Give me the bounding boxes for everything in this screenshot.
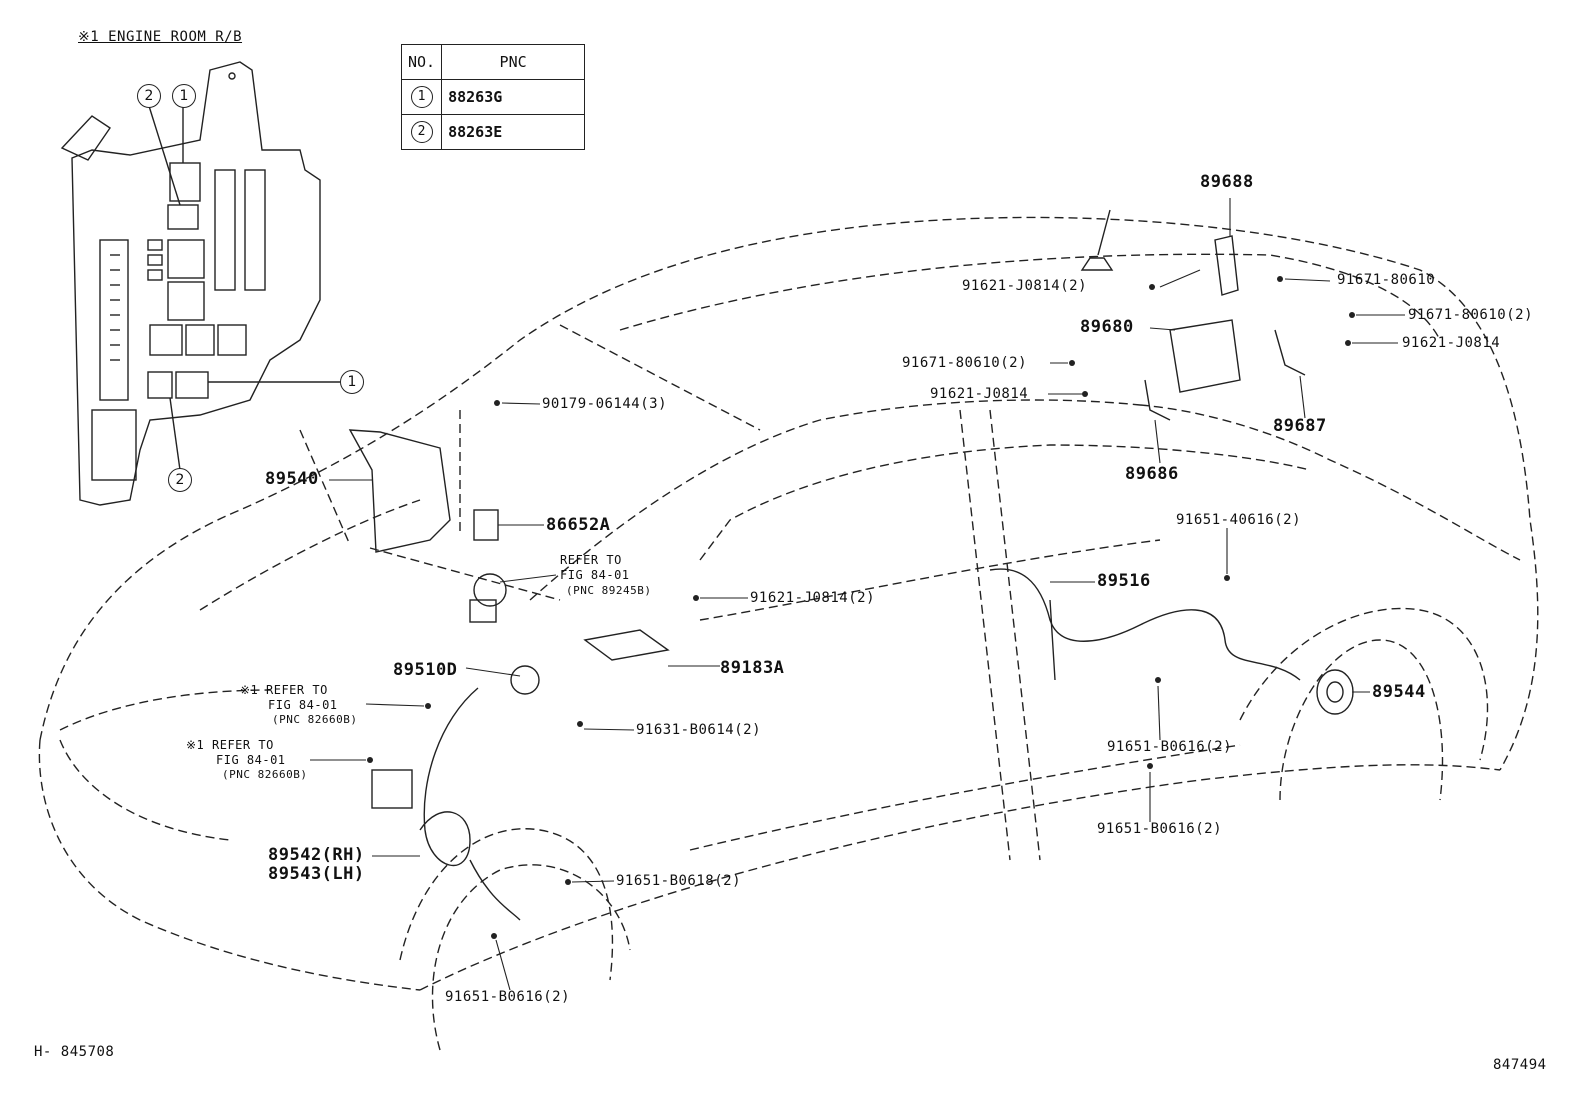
pnc-header-no: NO. — [400, 44, 443, 80]
label-91621-j0814-mid[interactable]: 91621-J0814 — [930, 386, 1029, 402]
refer-to-label: REFER TO — [560, 553, 622, 567]
label-91671-80610-top[interactable]: 91671-80610 — [1337, 272, 1436, 288]
refer-to-label: ※1 REFER TO — [240, 683, 328, 697]
label-91621-j0814-2-top[interactable]: 91621-J0814(2) — [962, 278, 1088, 294]
label-89510d[interactable]: 89510D — [393, 660, 458, 680]
pnc-row-code: 88263E — [441, 114, 586, 150]
pnc-table: NO. PNC 1 88263G 2 88263E — [400, 44, 586, 150]
callout-1-right: 1 — [340, 370, 364, 394]
refer-to-label: ※1 REFER TO — [186, 738, 274, 752]
label-89680[interactable]: 89680 — [1080, 317, 1134, 337]
pnc-table-row: 1 88263G — [400, 79, 586, 115]
pnc-table-row: 2 88263E — [400, 114, 586, 150]
callout-2-top: 2 — [137, 84, 161, 108]
label-90179-06144-3[interactable]: 90179-06144(3) — [542, 396, 668, 412]
label-89544[interactable]: 89544 — [1372, 682, 1426, 702]
callout-2-bottom: 2 — [168, 468, 192, 492]
pnc-row-code: 88263G — [441, 79, 586, 115]
label-91651-b0616-2-a[interactable]: 91651-B0616(2) — [1107, 739, 1233, 755]
label-86652a[interactable]: 86652A — [546, 515, 611, 535]
label-91671-80610-2-right[interactable]: 91671-80610(2) — [1408, 307, 1534, 323]
refer-fig-label[interactable]: FIG 84-01 — [216, 753, 286, 767]
engine-room-title-text: ※1 ENGINE ROOM R/B — [78, 29, 243, 45]
pnc-row-no: 2 — [410, 121, 433, 143]
label-91621-j0814-2-center[interactable]: 91621-J0814(2) — [750, 590, 876, 606]
pnc-row-no: 1 — [410, 86, 433, 108]
label-91631-b0614-2[interactable]: 91631-B0614(2) — [636, 722, 762, 738]
label-89688[interactable]: 89688 — [1200, 172, 1254, 192]
pnc-table-header: NO. PNC — [400, 44, 586, 80]
refer-fig-label[interactable]: FIG 84-01 — [560, 568, 630, 582]
refer-fig-label[interactable]: FIG 84-01 — [268, 698, 338, 712]
label-89542-rh[interactable]: 89542(RH) — [268, 845, 365, 865]
label-89686[interactable]: 89686 — [1125, 464, 1179, 484]
label-91651-b0616-2-c[interactable]: 91651-B0616(2) — [445, 989, 571, 1005]
refer-pnc-label: (PNC 82660B) — [272, 713, 358, 726]
label-91621-j0814-right[interactable]: 91621-J0814 — [1402, 335, 1501, 351]
label-91671-80610-2-mid[interactable]: 91671-80610(2) — [902, 355, 1028, 371]
engine-room-title: ※1 ENGINE ROOM R/B — [78, 30, 242, 44]
label-89540[interactable]: 89540 — [265, 469, 319, 489]
label-91651-b0618-2[interactable]: 91651-B0618(2) — [616, 873, 742, 889]
vehicle-outline — [38, 216, 1539, 1051]
label-91651-40616-2[interactable]: 91651-40616(2) — [1176, 512, 1302, 528]
figure-code-left: H- 845708 — [34, 1044, 115, 1060]
label-91651-b0616-2-b[interactable]: 91651-B0616(2) — [1097, 821, 1223, 837]
figure-code-right: 847494 — [1493, 1057, 1547, 1073]
label-89687[interactable]: 89687 — [1273, 416, 1327, 436]
engine-room-relay-block — [60, 61, 340, 506]
label-89183a[interactable]: 89183A — [720, 658, 785, 678]
callout-1-top: 1 — [172, 84, 196, 108]
label-89516[interactable]: 89516 — [1097, 571, 1151, 591]
label-89543-lh[interactable]: 89543(LH) — [268, 864, 365, 884]
refer-pnc-label: (PNC 89245B) — [566, 584, 652, 597]
refer-pnc-label: (PNC 82660B) — [222, 768, 308, 781]
pnc-header-pnc: PNC — [441, 44, 586, 80]
